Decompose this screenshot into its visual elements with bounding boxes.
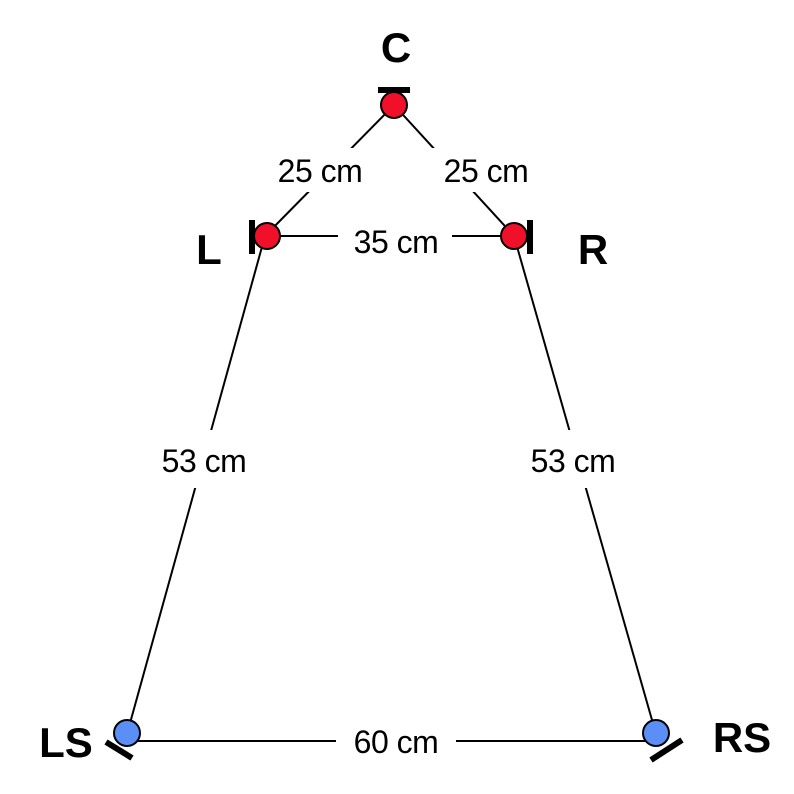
speaker-label-r: R: [578, 226, 608, 273]
distance-text: 60 cm: [354, 724, 439, 760]
distance-text: 25 cm: [278, 153, 363, 189]
speaker-label-ls: LS: [39, 719, 93, 766]
speaker-c: [378, 87, 410, 119]
speaker-c-dot: [380, 91, 408, 119]
distance-text: 53 cm: [531, 443, 616, 479]
distance-label-c-r: 25 cm: [432, 148, 536, 192]
speaker-mount: [649, 737, 684, 763]
distance-label-c-l: 25 cm: [268, 148, 372, 192]
speaker-mount: [104, 739, 134, 761]
speaker-r-dot: [500, 222, 528, 250]
distance-label-l-r: 35 cm: [338, 220, 452, 260]
distance-text: 53 cm: [162, 443, 247, 479]
distance-text: 25 cm: [444, 153, 529, 189]
distance-label-ls-rs: 60 cm: [336, 722, 456, 762]
distance-text: 35 cm: [354, 224, 439, 260]
speaker-label-c: C: [381, 24, 411, 71]
speaker-l: [249, 220, 281, 254]
speaker-ls: [104, 719, 141, 761]
distance-label-r-rs: 53 cm: [522, 430, 624, 488]
speaker-r: [500, 220, 533, 254]
speaker-l-dot: [253, 222, 281, 250]
speaker-label-l: L: [196, 226, 222, 273]
speaker-label-rs: RS: [713, 714, 771, 761]
speaker-ls-dot: [113, 719, 141, 747]
distance-label-l-ls: 53 cm: [152, 430, 254, 488]
speaker-rs-dot: [642, 719, 670, 747]
speaker-rs: [642, 719, 684, 763]
